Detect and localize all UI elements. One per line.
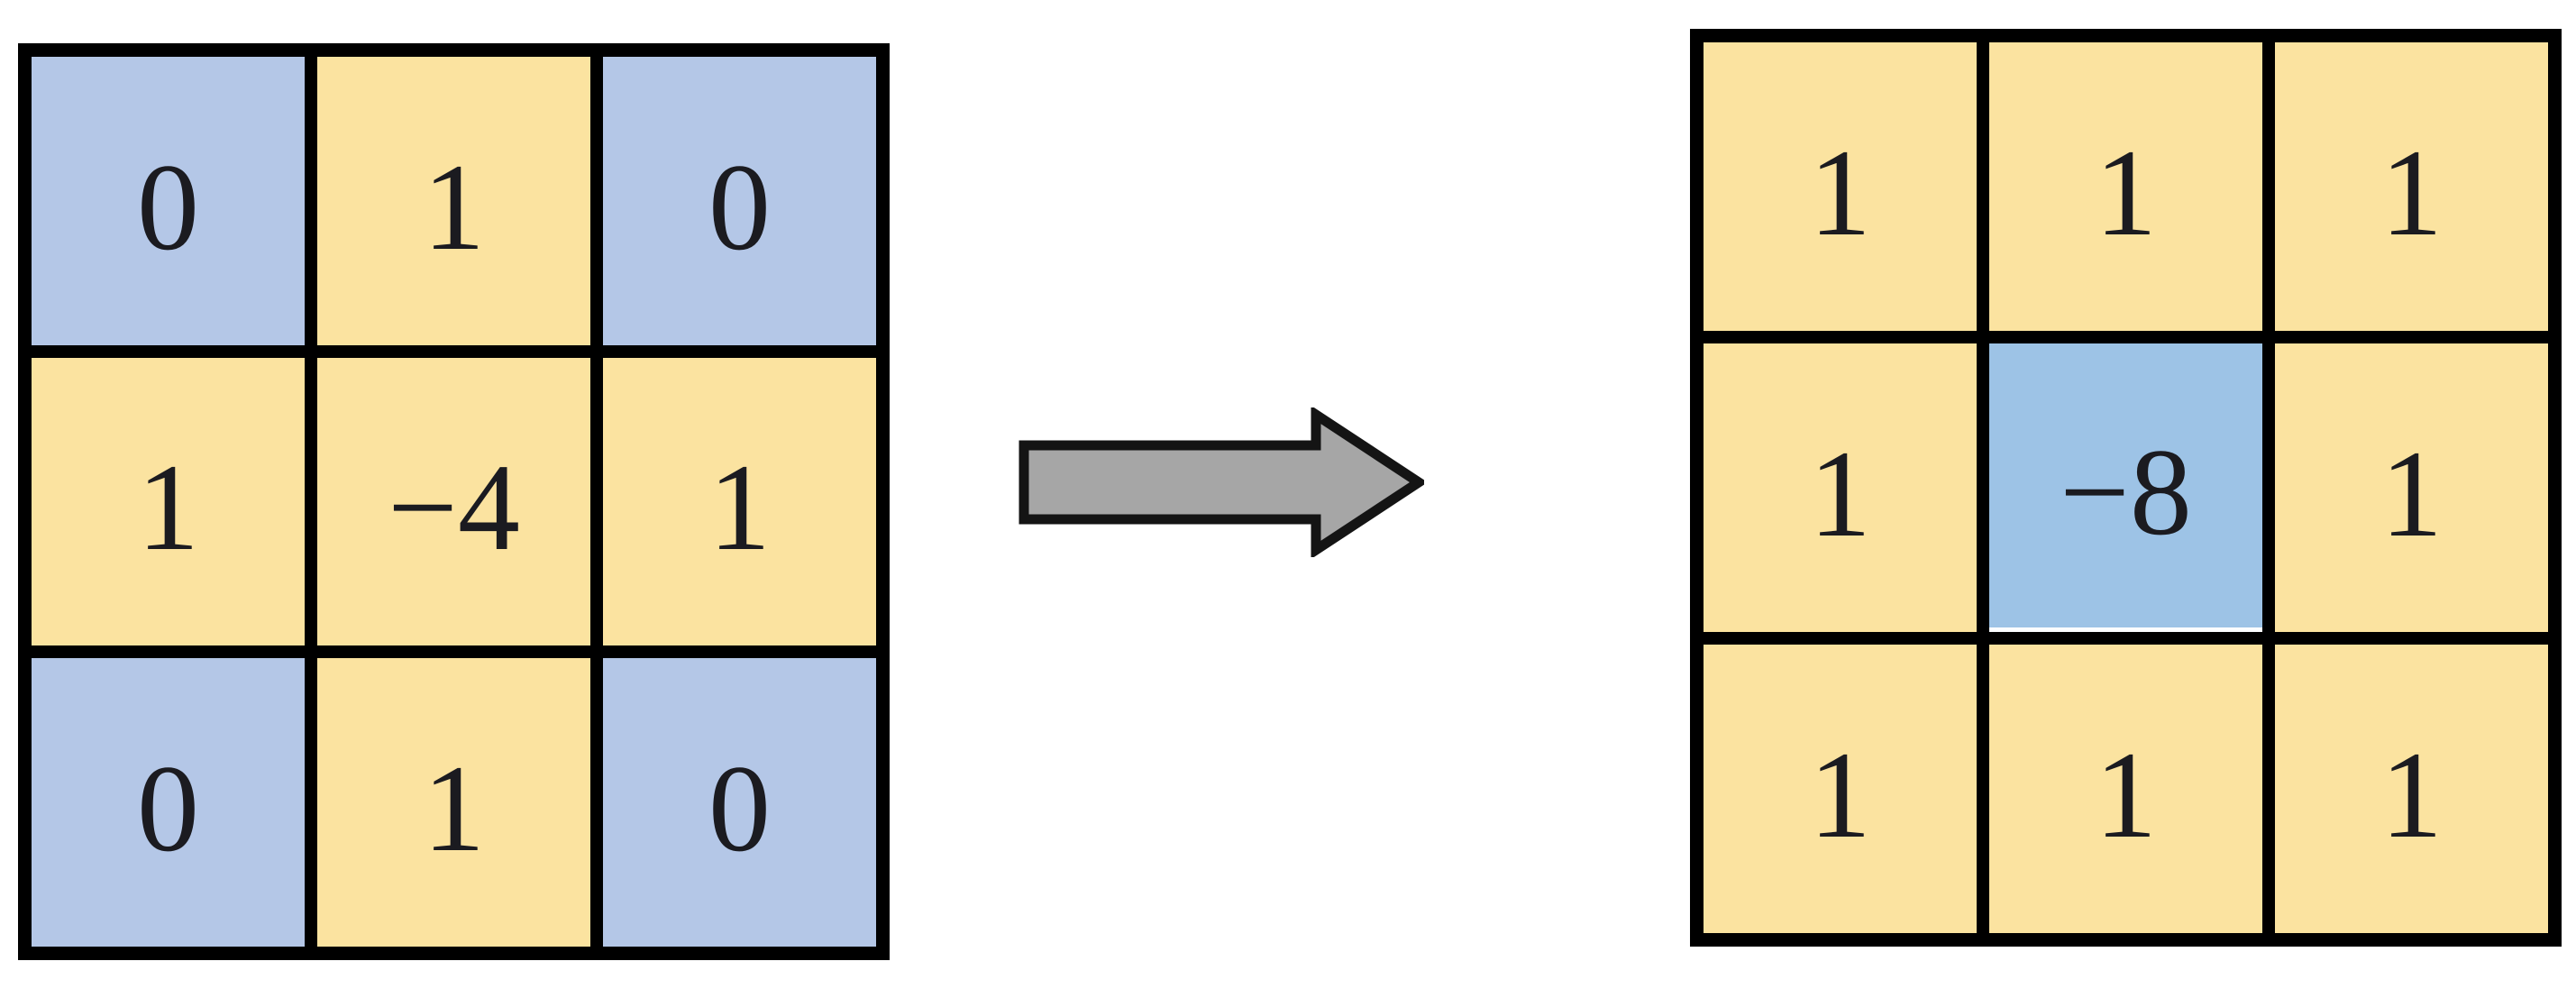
right-kernel-grid: 1 1 1 1 −8 1 1 1 1 [1690, 29, 2562, 947]
kernel-cell-center: −4 [317, 357, 590, 646]
kernel-cell: 1 [2275, 645, 2548, 933]
kernel-cell: 1 [2275, 343, 2548, 632]
kernel-cell-center: −8 [1989, 343, 2262, 632]
kernel-cell: 0 [32, 57, 305, 345]
right-arrow-icon [1019, 405, 1429, 560]
kernel-cell: 1 [317, 57, 590, 345]
kernel-cell: 1 [1989, 645, 2262, 933]
kernel-cell: 0 [603, 658, 876, 947]
kernel-cell: 0 [32, 658, 305, 947]
kernel-cell: 1 [1704, 645, 1977, 933]
kernel-cell: 0 [603, 57, 876, 345]
kernel-cell: 1 [1704, 343, 1977, 632]
kernel-cell: 1 [32, 357, 305, 646]
left-kernel-grid: 0 1 0 1 −4 1 0 1 0 [18, 43, 890, 960]
kernel-cell: 1 [2275, 42, 2548, 331]
kernel-cell: 1 [603, 357, 876, 646]
kernel-cell: 1 [317, 658, 590, 947]
kernel-cell: 1 [1704, 42, 1977, 331]
kernel-cell: 1 [1989, 42, 2262, 331]
